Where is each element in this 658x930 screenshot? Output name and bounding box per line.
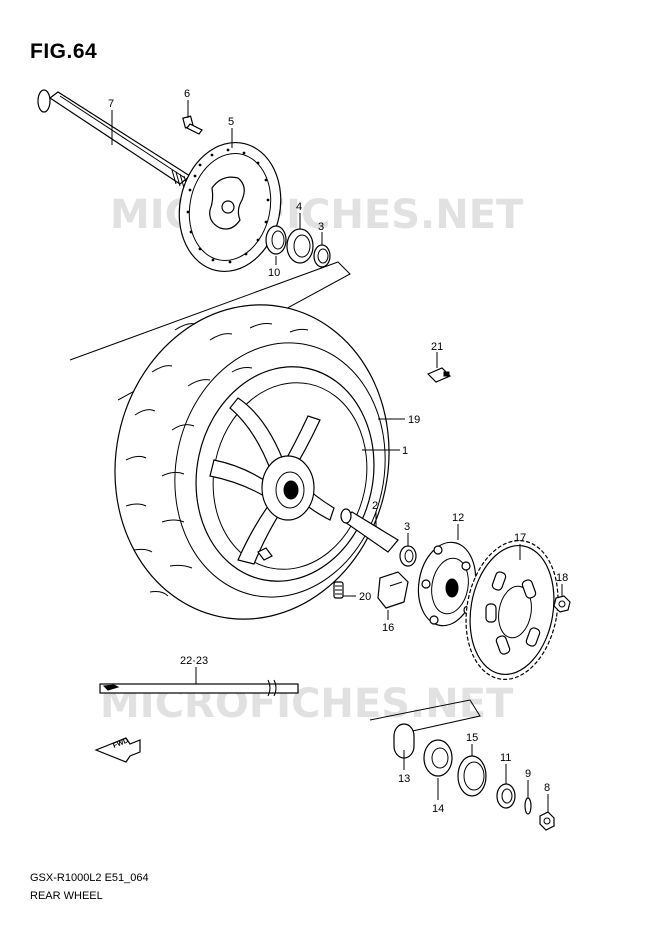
callout-numbers: 7 6 5 4 3 10 21 19 1 2 3 12 17 18 20 16 … <box>108 88 568 815</box>
callout-11: 11 <box>500 752 511 764</box>
callout-6: 6 <box>184 88 190 100</box>
bearing-3-top <box>313 244 331 268</box>
callout-17: 17 <box>514 532 526 544</box>
sprocket-drum <box>417 541 477 627</box>
washer-9 <box>524 797 532 815</box>
rear-wheel-cushion <box>377 571 409 609</box>
bearing-14 <box>423 739 453 777</box>
callout-22-23: 22·23 <box>180 655 208 667</box>
callout-3-bottom: 3 <box>404 521 410 533</box>
callout-13: 13 <box>398 773 410 785</box>
axle-nut-8 <box>539 811 555 831</box>
callout-7: 7 <box>108 98 114 110</box>
callout-4: 4 <box>296 201 302 213</box>
diagram-code: GSX-R1000L2 E51_064 <box>30 872 149 884</box>
fwd-arrow-icon: FWD <box>94 737 141 763</box>
oil-seal-4 <box>286 228 314 264</box>
callout-21: 21 <box>431 341 443 353</box>
callout-15: 15 <box>466 732 478 744</box>
wheel-spacer-tube <box>340 508 399 553</box>
watermark-top: MICROFICHES.NET <box>110 192 524 238</box>
rear-sprocket <box>465 540 559 680</box>
callout-1: 1 <box>402 445 408 457</box>
callout-12: 12 <box>452 512 464 524</box>
spacer-10 <box>265 225 287 255</box>
figure-title: FIG.64 <box>30 40 98 63</box>
callout-10: 10 <box>268 267 280 279</box>
oil-seal-15 <box>457 755 487 797</box>
callout-14: 14 <box>432 803 444 815</box>
bearing-3-bottom <box>399 545 417 567</box>
callout-8: 8 <box>544 782 550 794</box>
drive-chain <box>99 667 299 697</box>
brake-disc <box>178 141 282 273</box>
sprocket-nut <box>553 595 571 613</box>
rear-wheel-rim <box>195 366 375 582</box>
diagram-name: REAR WHEEL <box>30 890 103 902</box>
callout-19: 19 <box>408 414 420 426</box>
balancer-weight <box>426 367 452 383</box>
leader-lines <box>111 100 563 812</box>
callout-20: 20 <box>359 591 371 603</box>
callout-16: 16 <box>382 622 394 634</box>
callout-9: 9 <box>525 768 531 780</box>
stud-bolt <box>333 581 344 599</box>
callout-5: 5 <box>228 116 234 128</box>
callout-2: 2 <box>372 500 378 512</box>
disc-bolt <box>182 115 203 135</box>
callout-3-top: 3 <box>318 221 324 233</box>
callout-18: 18 <box>556 572 568 584</box>
spacer-11 <box>496 783 516 809</box>
